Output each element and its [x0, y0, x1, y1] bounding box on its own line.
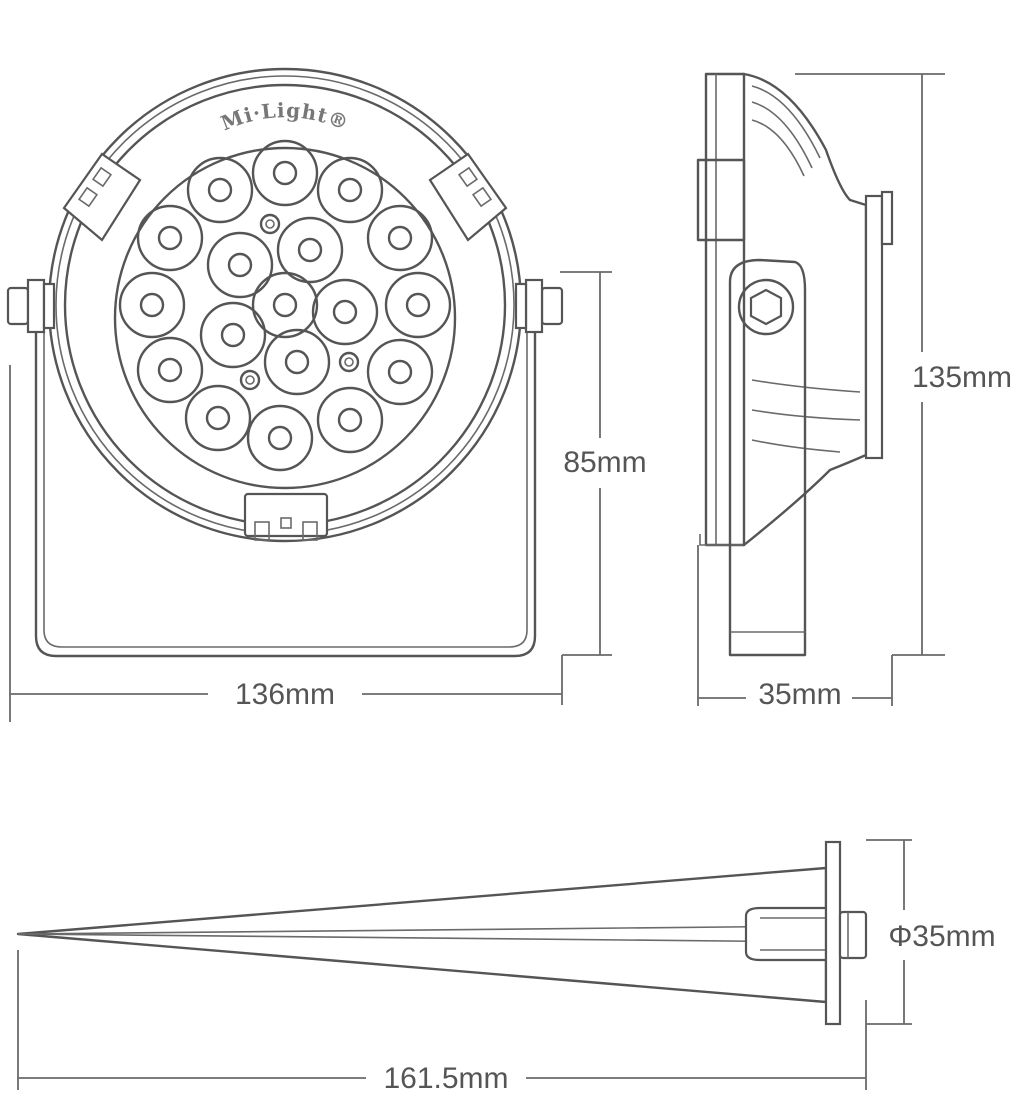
led-emitter — [267, 425, 293, 451]
front-bracket — [34, 298, 537, 658]
led-emitter — [227, 252, 253, 278]
led-lens — [118, 271, 186, 339]
led-emitter — [139, 292, 165, 318]
led-lens — [251, 139, 319, 207]
led-emitter — [157, 357, 183, 383]
led-lens — [206, 231, 274, 299]
led-emitter — [332, 299, 358, 325]
dimension-label-35mm: 35mm — [758, 678, 841, 711]
ground-stake-view: Φ35mm 161.5mm — [16, 839, 996, 1095]
led-lens — [184, 384, 252, 452]
led-lens — [186, 156, 254, 224]
side-front-bezel — [864, 194, 884, 460]
dimension-side-depth: 35mm — [697, 545, 893, 711]
led-lens — [136, 204, 204, 272]
led-emitter — [387, 359, 413, 385]
dimension-label-135mm: 135mm — [912, 361, 1012, 394]
led-emitter — [207, 177, 233, 203]
side-bracket-arm — [728, 258, 807, 657]
stake-flange — [824, 840, 842, 1026]
side-pivot-hex — [749, 288, 783, 326]
led-emitter — [337, 177, 363, 203]
right-mounting-clip — [428, 152, 508, 242]
led-emitter — [297, 237, 323, 263]
brand-logo: Mi·Light® — [217, 98, 352, 135]
side-view: 135mm 35mm — [696, 72, 1012, 711]
dimension-stake-diameter: Φ35mm — [866, 839, 996, 1025]
led-lens — [263, 328, 331, 396]
lens-disc — [113, 146, 457, 490]
dimension-stake-length: 161.5mm — [17, 950, 867, 1095]
led-emitter — [272, 160, 298, 186]
led-lens — [316, 386, 384, 454]
led-lens — [366, 204, 434, 272]
led-lens — [246, 404, 314, 472]
dimension-front-width: 136mm — [9, 365, 563, 722]
led-lens — [251, 271, 319, 339]
stake-threaded-boss — [838, 910, 868, 960]
left-mounting-clip — [62, 152, 142, 242]
dimension-label-161-5mm: 161.5mm — [383, 1062, 508, 1095]
left-pivot-bolt — [6, 278, 56, 334]
led-emitter — [284, 349, 310, 375]
led-lens — [311, 278, 379, 346]
right-pivot-bolt — [514, 278, 564, 334]
dimension-label-phi35mm: Φ35mm — [888, 920, 995, 953]
led-emitter — [272, 292, 298, 318]
led-emitter — [157, 225, 183, 251]
led-emitter — [387, 225, 413, 251]
led-emitter — [405, 292, 431, 318]
led-emitter — [220, 322, 246, 348]
led-lens — [384, 271, 452, 339]
led-lens — [136, 336, 204, 404]
led-lens — [199, 301, 267, 369]
dimension-label-136mm: 136mm — [235, 678, 335, 711]
stake-collar — [744, 906, 828, 962]
led-array — [118, 139, 452, 472]
led-emitter — [205, 405, 231, 431]
dimension-label-85mm: 85mm — [563, 446, 646, 479]
led-lens — [276, 216, 344, 284]
led-lens — [316, 156, 384, 224]
led-lens — [366, 338, 434, 406]
dimension-front-height: 85mm — [560, 271, 647, 656]
dimension-side-height: 135mm — [795, 73, 1012, 656]
bottom-connector-clip — [243, 492, 329, 541]
led-emitter — [337, 407, 363, 433]
front-view: Mi·Light® — [6, 67, 647, 722]
